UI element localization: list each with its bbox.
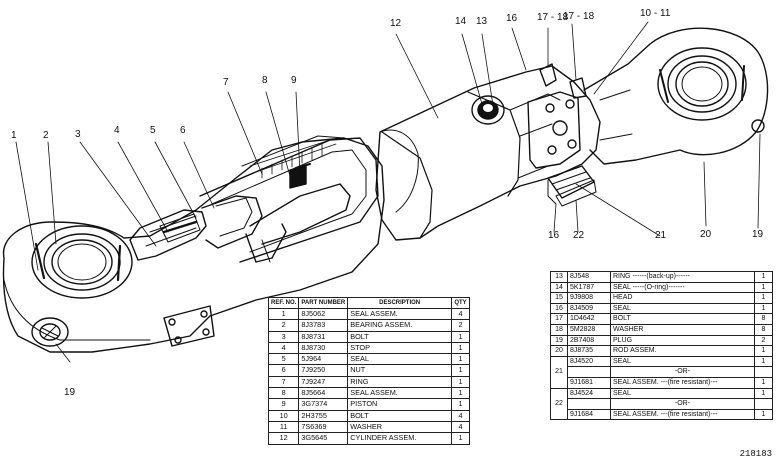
callout-5: 5 [150, 125, 156, 136]
callout-14: 14 [455, 16, 467, 27]
callout-12: 12 [390, 18, 402, 29]
table-row-21-b: 9J1681 SEAL ASSEM. ---(fire resistant)--… [551, 376, 773, 389]
callout-2: 2 [43, 130, 49, 141]
cylinder-barrel [199, 135, 379, 263]
callout-6: 6 [180, 125, 186, 136]
callout-16-bottom: 16 [548, 230, 560, 241]
table-row-22-or: -OR- [551, 398, 773, 410]
callout-21: 21 [655, 230, 667, 241]
callout-4: 4 [114, 125, 120, 136]
drawing-number: 218183 [739, 449, 772, 459]
table-row-22-a: 22 8J4524 SEAL 1 [550, 387, 773, 421]
callout-1: 1 [11, 130, 17, 141]
table-row-21-a: 21 8J4520 SEAL 1 [550, 355, 773, 389]
cylinder-base-eye [2, 137, 385, 353]
table-header-row: REF. NO. PART NUMBER DESCRIPTION QTY [267, 297, 470, 309]
callout-8: 8 [262, 75, 268, 86]
rod-seals [547, 165, 597, 207]
callout-19-right: 19 [752, 229, 764, 240]
callout-19-left: 19 [64, 387, 76, 398]
callout-17-18-right: 17 - 18 [563, 11, 595, 22]
leader-lines [15, 21, 761, 363]
callout-3: 3 [75, 129, 81, 140]
callout-17-18-left: 17 - 18 [537, 12, 569, 23]
callout-22: 22 [573, 230, 585, 241]
callout-20: 20 [700, 229, 712, 240]
piston-and-rod-internals [129, 183, 351, 263]
header-ref-no: REF. NO. [267, 297, 300, 309]
callout-10-11: 10 - 11 [640, 8, 671, 19]
table-row-21-or: -OR- [551, 366, 773, 378]
header-qty: QTY [451, 297, 470, 309]
rod-eye-assembly [583, 27, 769, 165]
callout-9: 9 [291, 75, 297, 86]
cylinder-head [375, 63, 601, 241]
header-description: DESCRIPTION [347, 297, 452, 309]
callout-16-top: 16 [506, 13, 518, 24]
callout-13: 13 [476, 16, 488, 27]
table-row-22-b: 9J1684 SEAL ASSEM. ---(fire resistant)--… [551, 408, 773, 421]
callout-7: 7 [223, 77, 229, 88]
header-part-number: PART NUMBER [298, 297, 349, 309]
